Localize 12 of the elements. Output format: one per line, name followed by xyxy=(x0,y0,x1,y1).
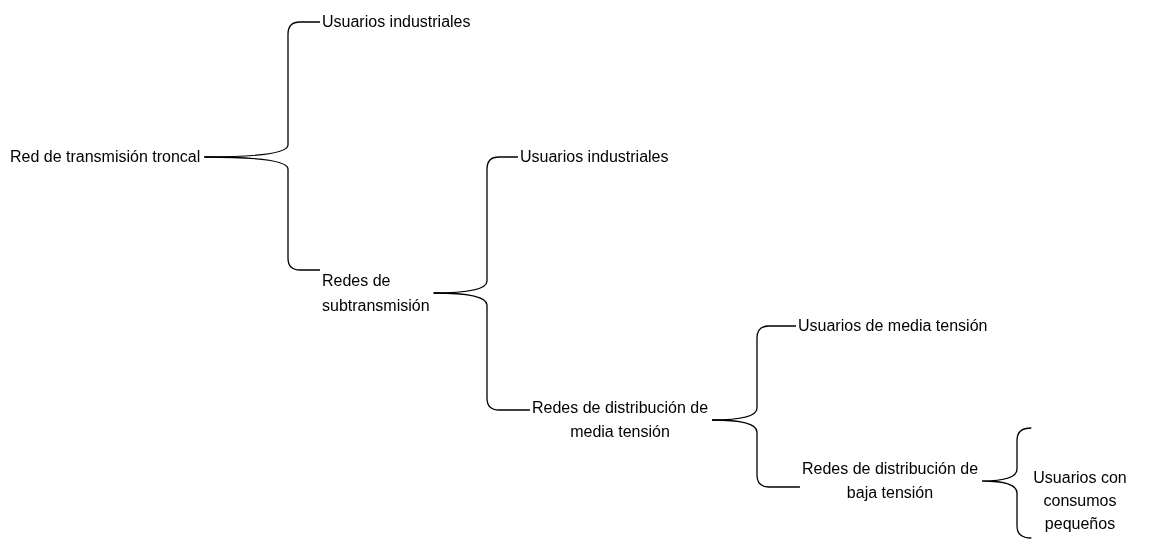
text-label: Redes de distribución de baja tensión xyxy=(797,457,983,505)
text-label: Usuarios con consumos pequeños xyxy=(1024,466,1136,535)
text-label: Usuarios industriales xyxy=(520,145,669,169)
text-label: Redes de subtransmisión xyxy=(322,268,467,318)
brace xyxy=(203,156,321,271)
text-label: Red de transmisión troncal xyxy=(10,145,201,169)
brace xyxy=(432,292,531,411)
text-label: Redes de distribución de media tensión xyxy=(527,396,713,444)
brace xyxy=(711,419,801,488)
text-label: Usuarios de media tensión xyxy=(798,314,988,338)
text-label: Usuarios industriales xyxy=(322,10,471,34)
brace xyxy=(981,427,1032,539)
